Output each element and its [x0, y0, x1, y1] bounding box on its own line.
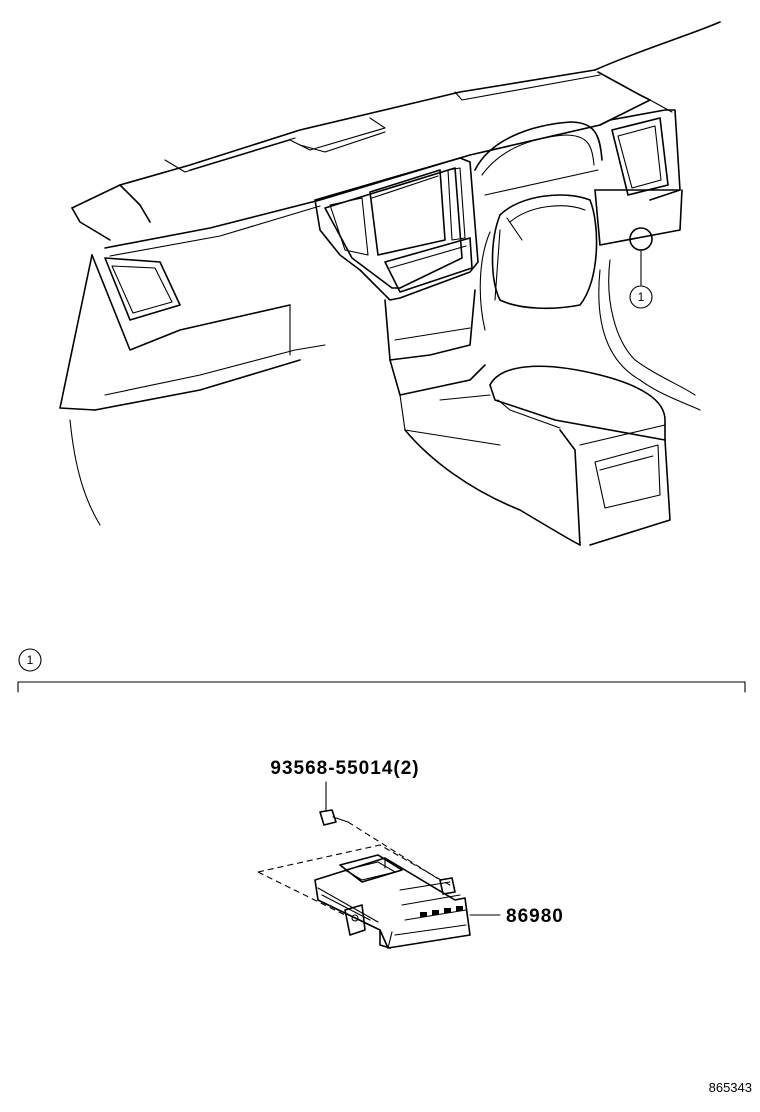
callout-number: 1 [638, 290, 645, 304]
module-part: 86980 [257, 844, 564, 949]
screw-part: 93568-55014(2) [270, 758, 441, 881]
dashboard-illustration: 1 [59, 21, 721, 546]
figure-code: 865343 [709, 1080, 752, 1095]
section-number: 1 [27, 653, 34, 667]
screw-icon [319, 809, 337, 826]
screw-part-number: 93568-55014(2) [270, 758, 419, 779]
section-header: 1 [17, 648, 746, 693]
module-part-number: 86980 [506, 906, 564, 927]
